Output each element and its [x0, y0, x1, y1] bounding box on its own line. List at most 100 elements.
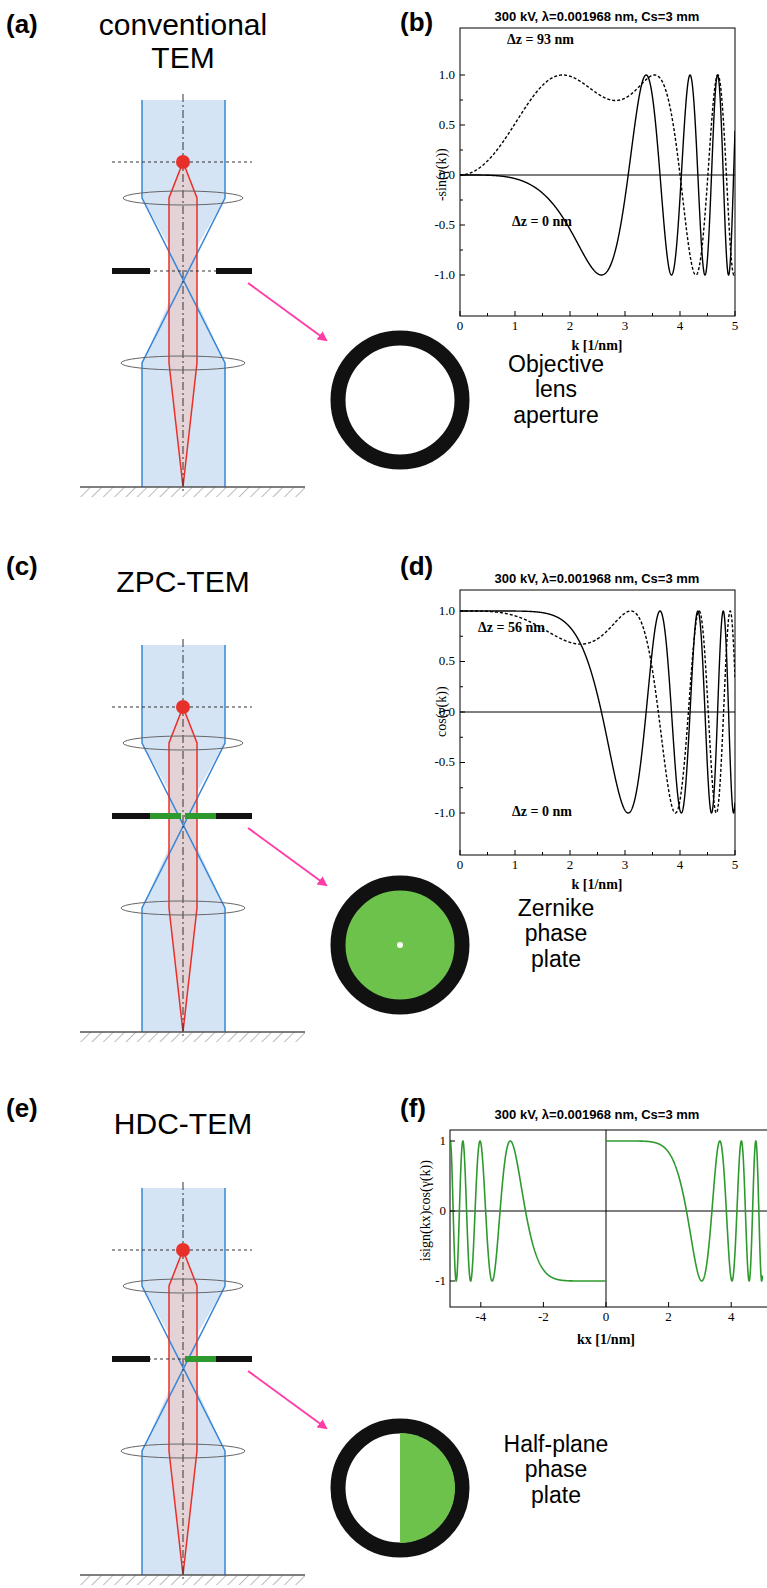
- tick-label: 0.5: [439, 654, 455, 668]
- aperture-bar: [112, 268, 150, 274]
- tick: [487, 852, 488, 855]
- tick: [460, 75, 465, 76]
- ctf-curve: [450, 1141, 606, 1281]
- aperture-label: Zernike phase plate: [504, 896, 609, 972]
- plot-frame: [460, 590, 735, 855]
- aperture-bar: [216, 268, 252, 274]
- tick: [460, 850, 461, 855]
- tick-label: -1.0: [434, 268, 455, 282]
- tick: [460, 787, 463, 788]
- half-plane-plate-icon: [338, 1426, 462, 1550]
- tick: [515, 311, 516, 316]
- tick: [460, 275, 465, 276]
- tick: [450, 1281, 455, 1282]
- panel-letter: (d): [400, 552, 433, 581]
- y-axis-label: isign(kx)cos(γ(k)): [418, 1160, 433, 1261]
- tick: [460, 200, 463, 201]
- tick-label: 3: [622, 319, 629, 333]
- tick: [707, 852, 708, 855]
- plot-title: 300 kV, λ=0.001968 nm, Cs=3 mm: [495, 1108, 700, 1122]
- plot-title: 300 kV, λ=0.001968 nm, Cs=3 mm: [495, 10, 700, 24]
- tick-label: 0.0: [439, 168, 455, 182]
- tick-label: -1: [435, 1274, 446, 1288]
- tick-label: 3: [622, 858, 629, 872]
- curve-label: Δz = 93 nm: [507, 32, 574, 47]
- tick: [680, 311, 681, 316]
- panel-letter: (f): [400, 1094, 426, 1123]
- tick-label: 1: [512, 319, 519, 333]
- tick-label: -4: [475, 1310, 486, 1324]
- tem-column: [80, 639, 326, 1042]
- tick: [735, 311, 736, 316]
- curve-label: Δz = 0 nm: [512, 804, 572, 819]
- tick-label: 4: [677, 858, 684, 872]
- tick: [460, 175, 465, 176]
- plot-title: 300 kV, λ=0.001968 nm, Cs=3 mm: [495, 572, 700, 586]
- tick-label: 0.0: [439, 705, 455, 719]
- tick-label: 1.0: [439, 68, 455, 82]
- panel-letter: (a): [6, 10, 38, 39]
- tick: [625, 850, 626, 855]
- tick-label: 0: [440, 1204, 447, 1218]
- tick: [460, 636, 463, 637]
- ctf-curve: [606, 1141, 762, 1281]
- tick: [515, 850, 516, 855]
- tick: [597, 313, 598, 316]
- ctf-curve: [460, 611, 735, 813]
- panel-letter: (b): [400, 8, 433, 37]
- tick: [460, 813, 465, 814]
- tick: [731, 1302, 732, 1307]
- tick-label: 1.0: [439, 604, 455, 618]
- tick: [460, 100, 463, 101]
- tick: [480, 1302, 481, 1307]
- tick: [625, 311, 626, 316]
- tick-label: 0.5: [439, 118, 455, 132]
- tick: [460, 611, 465, 612]
- panel-letter: (c): [6, 552, 38, 581]
- curve-label: Δz = 0 nm: [512, 214, 572, 229]
- tick: [735, 850, 736, 855]
- plot-frame: [450, 1130, 767, 1307]
- tick-label: 1: [512, 858, 519, 872]
- tick: [668, 1302, 669, 1307]
- tick: [680, 850, 681, 855]
- tick: [460, 661, 465, 662]
- panel-letter: (e): [6, 1094, 38, 1123]
- tick-label: 5: [732, 858, 739, 872]
- tick-label: 0: [603, 1310, 610, 1324]
- aperture-icon: [338, 338, 462, 462]
- panel-title: ZPC-TEM: [73, 565, 293, 598]
- tem-column: [80, 1182, 326, 1585]
- panel-title: conventional TEM: [73, 8, 293, 74]
- curve-label: Δz = 56 nm: [478, 620, 545, 635]
- tick: [460, 737, 463, 738]
- tick: [460, 762, 465, 763]
- tick: [606, 1302, 607, 1307]
- tick: [570, 850, 571, 855]
- ctf-curve: [460, 75, 735, 275]
- aperture-label: Half-plane phase plate: [497, 1432, 615, 1508]
- tick: [652, 852, 653, 855]
- tick-label: 2: [567, 319, 574, 333]
- tick-label: -0.5: [434, 755, 455, 769]
- tick: [542, 313, 543, 316]
- tick-label: 4: [728, 1310, 735, 1324]
- tick-label: 0: [457, 858, 464, 872]
- x-axis-label: k [1/nm]: [572, 338, 623, 353]
- tick: [652, 313, 653, 316]
- tick: [460, 250, 463, 251]
- ctf-curve: [460, 611, 735, 813]
- tick: [460, 150, 463, 151]
- x-axis-label: k [1/nm]: [572, 877, 623, 892]
- tick: [487, 313, 488, 316]
- tick: [707, 313, 708, 316]
- tick-label: 1: [440, 1134, 447, 1148]
- tick: [597, 852, 598, 855]
- tick-label: 2: [665, 1310, 672, 1324]
- tick-label: -2: [538, 1310, 549, 1324]
- zernike-plate-icon: [338, 883, 462, 1007]
- tick: [542, 852, 543, 855]
- tick: [450, 1141, 455, 1142]
- tick-label: 0: [457, 319, 464, 333]
